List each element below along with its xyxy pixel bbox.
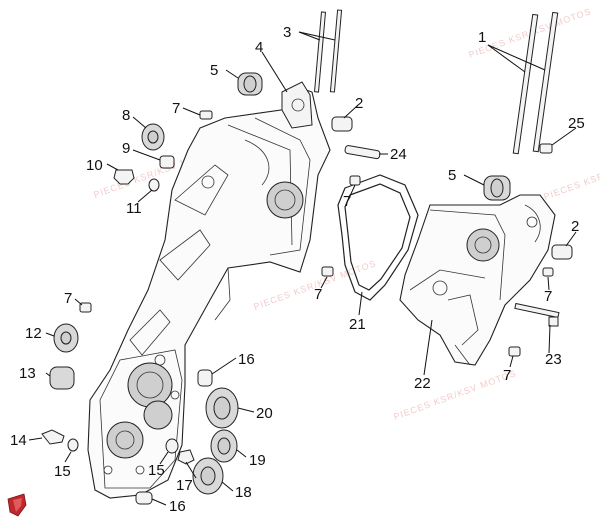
shield-logo-highlight	[13, 498, 22, 512]
label-7-gasket: 7	[314, 286, 322, 303]
label-3: 3	[283, 24, 291, 41]
right-crankcase-half	[399, 194, 556, 366]
watermark-text: PIECES KSR/KSV MOTOS	[392, 368, 517, 422]
label-21: 21	[349, 316, 366, 333]
cap-25	[539, 143, 553, 154]
dowel-7-left	[79, 302, 92, 313]
bolt-23	[514, 302, 560, 319]
label-7-mid: 7	[343, 193, 351, 210]
label-5-left: 5	[210, 62, 218, 79]
label-13: 13	[19, 365, 36, 382]
label-16-bottom: 16	[169, 498, 186, 515]
pin-24	[344, 145, 381, 160]
label-7-bottom: 7	[503, 367, 511, 384]
bolt-23-head	[548, 316, 559, 327]
right-crank-bore	[466, 228, 500, 262]
label-20: 20	[256, 405, 273, 422]
left-crankcase-half	[87, 87, 331, 499]
studs-1	[512, 11, 559, 155]
mount-4	[281, 81, 313, 129]
crank-bore	[266, 181, 304, 219]
label-22: 22	[414, 375, 431, 392]
stud-1b	[532, 11, 559, 153]
label-7-top: 7	[172, 100, 180, 117]
label-5-right: 5	[448, 167, 456, 184]
label-11: 11	[126, 200, 142, 217]
label-15-mid: 15	[148, 462, 165, 479]
gear-bore-lower	[106, 421, 144, 459]
label-23: 23	[545, 351, 562, 368]
sleeve-16-bottom	[135, 491, 153, 505]
gear-bore-upper	[127, 362, 173, 408]
label-10: 10	[86, 157, 103, 174]
studs-3	[313, 9, 343, 93]
label-4: 4	[255, 39, 263, 56]
watermark-text: PIECES KSR/KSV MOTOS	[542, 148, 600, 202]
plug-10	[113, 169, 135, 185]
label-12: 12	[25, 325, 42, 342]
label-18: 18	[235, 484, 252, 501]
bolt-14	[41, 429, 65, 445]
label-7-right: 7	[544, 288, 552, 305]
label-7-left: 7	[64, 290, 72, 307]
label-14: 14	[10, 432, 27, 449]
label-9: 9	[122, 140, 130, 157]
dowel-7-right	[542, 267, 554, 277]
screw-17	[177, 449, 195, 465]
sleeve-16-top	[197, 369, 213, 387]
label-24: 24	[390, 146, 407, 163]
bushing-13	[49, 366, 75, 390]
dowel-7-mid	[349, 175, 361, 186]
label-1: 1	[478, 29, 486, 46]
label-2-top: 2	[355, 95, 363, 112]
stud-3b	[329, 9, 343, 93]
brand-logo	[7, 493, 27, 517]
label-8: 8	[122, 107, 130, 124]
leader-lines	[28, 31, 577, 506]
dowel-7-top	[199, 110, 213, 120]
dowel-7-gasket	[321, 266, 334, 277]
label-17: 17	[176, 477, 193, 494]
gasket-21	[337, 174, 419, 301]
stud-1a	[512, 13, 539, 155]
label-2-right: 2	[571, 218, 579, 235]
dowel-7-bottom	[508, 346, 521, 357]
label-19: 19	[249, 452, 266, 469]
gear-bore-middle	[143, 400, 173, 430]
ring-11	[148, 178, 160, 192]
dowel-2-top	[331, 116, 353, 132]
callout-labels: 3 4 5 7 2 8 9 10 11 24 1 25 5 7 2 7 7 21…	[10, 24, 585, 515]
small-parts	[41, 72, 573, 505]
label-25: 25	[568, 115, 585, 132]
dowel-2-right	[551, 244, 573, 260]
label-16-top: 16	[238, 351, 255, 368]
washer-9	[159, 155, 175, 169]
washer-15-left	[67, 438, 79, 452]
stud-3a	[313, 11, 327, 93]
washer-15-mid	[165, 438, 179, 454]
label-15-left: 15	[54, 463, 71, 480]
